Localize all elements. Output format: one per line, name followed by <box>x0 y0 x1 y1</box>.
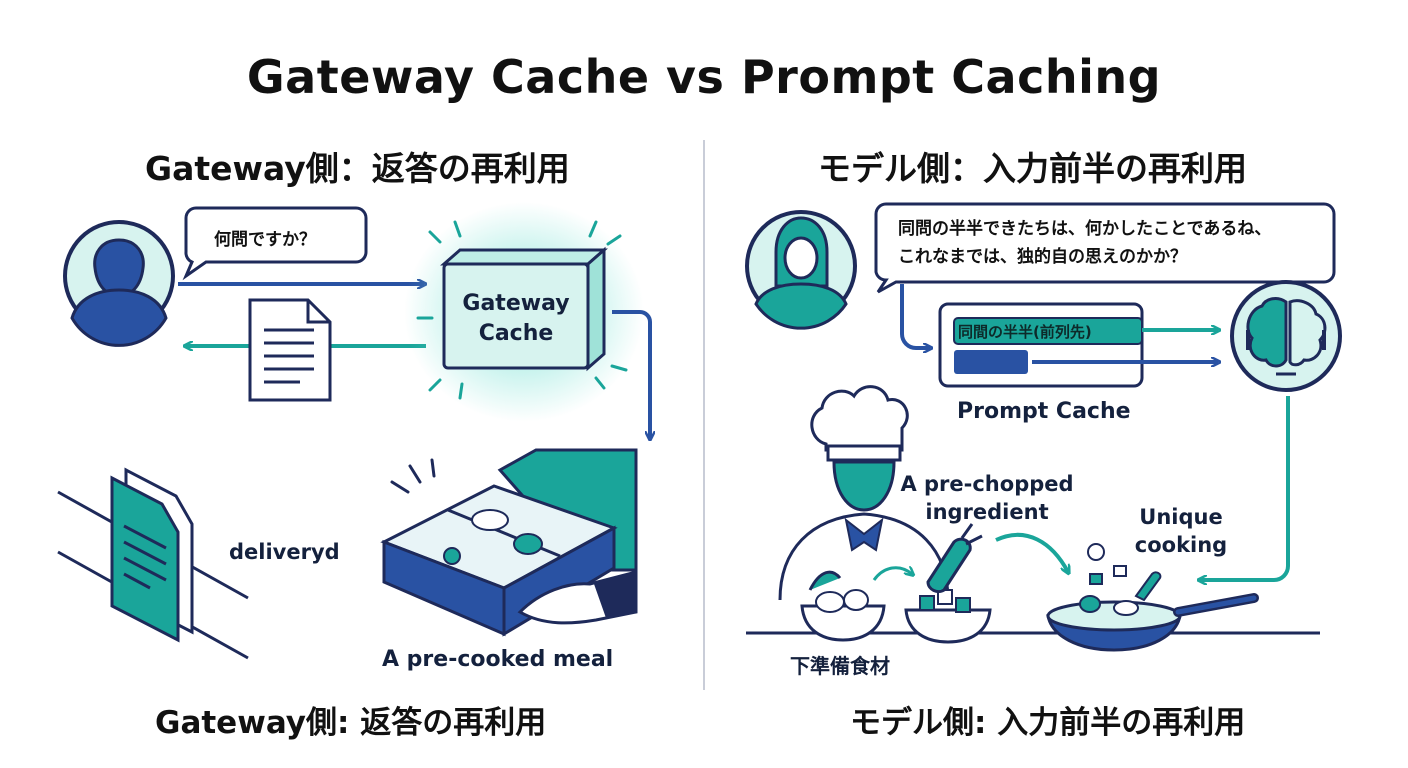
ingredient-label: A pre-chopped ingredient <box>892 470 1082 526</box>
ingredient-label-line1: A pre-chopped <box>900 472 1074 496</box>
page-title: Gateway Cache vs Prompt Caching <box>246 50 1162 104</box>
prompt-text-line2: これなまでは、独的自の思えのかか？ <box>898 247 1187 267</box>
prompt-cache-label: Prompt Cache <box>957 399 1131 424</box>
carrot-icon <box>926 523 983 594</box>
chef-icon <box>778 385 950 601</box>
ingredient-label-line2: ingredient <box>925 500 1049 524</box>
cooking-label-line1: Unique <box>1139 505 1223 529</box>
prompt-text-line1: 同問の半半できたちは、何かしたことであるね、 <box>898 219 1272 239</box>
hand-icon <box>517 570 638 625</box>
right-heading: モデル側：入力前半の再利用 <box>818 149 1247 188</box>
cooking-label: Unique cooking <box>1116 503 1246 559</box>
delivered-document-icon <box>57 467 249 660</box>
prompt-text: 同問の半半できたちは、何かしたことであるね、 これなまでは、独的自の思えのかか？ <box>898 215 1271 271</box>
delivered-label: deliveryd <box>229 540 340 564</box>
gateway-cache-label-line2: Cache <box>478 321 554 346</box>
gateway-cache-label: Gateway Cache <box>444 289 588 349</box>
bowl-icon <box>800 589 886 642</box>
left-footer: Gateway側: 返答の再利用 <box>155 705 547 741</box>
prep-label: 下準備食材 <box>790 654 890 678</box>
cache-box-icon <box>404 202 644 422</box>
document-icon <box>248 298 332 402</box>
right-footer: モデル側: 入力前半の再利用 <box>850 705 1246 741</box>
question-text: 何問ですか？ <box>214 230 316 250</box>
gateway-cache-label-line1: Gateway <box>462 291 570 316</box>
user-icon <box>63 220 175 347</box>
user-icon <box>745 210 857 330</box>
question-bubble <box>182 206 368 281</box>
frying-pan-icon <box>1046 543 1259 652</box>
left-heading: Gateway側：返答の再利用 <box>145 149 570 188</box>
cooking-label-line2: cooking <box>1134 533 1228 557</box>
bowl-icon <box>904 589 992 644</box>
prompt-bubble <box>874 202 1336 294</box>
meal-label: A pre-cooked meal <box>382 647 614 672</box>
ai-brain-icon <box>1230 280 1342 392</box>
prefix-chip: 同間の半半(前列先) <box>958 323 1092 341</box>
